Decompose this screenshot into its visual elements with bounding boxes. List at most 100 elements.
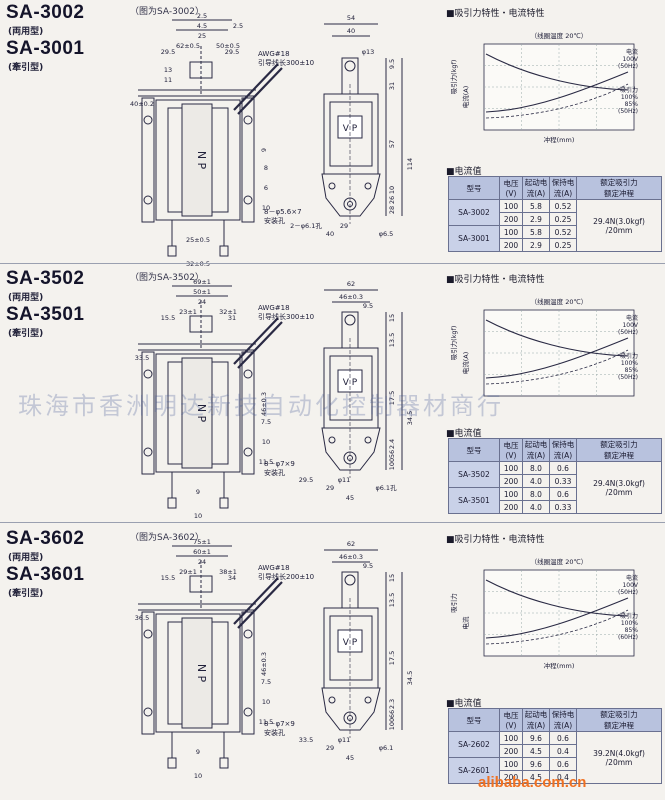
current-table-title: ■电流值 <box>446 699 482 709</box>
chart-title: ■吸引力特性・电流特性 <box>446 535 545 545</box>
legend-current: 100V <box>622 582 638 589</box>
legend-current: 100V <box>622 56 638 63</box>
legend-force: 100% <box>621 360 638 367</box>
side-dimension: 10 <box>194 772 202 780</box>
front-dimension: φ13 <box>362 48 375 56</box>
th-start-current: 起动电流(A) <box>522 708 550 732</box>
front-dimension: 9.5 <box>388 59 396 69</box>
current-value-table: 型号 电压(V) 起动电流(A) 保持电流(A) 额定吸引力额定冲程 SA-26… <box>448 708 662 784</box>
vp-label: V P <box>343 378 358 388</box>
vp-label: V P <box>343 124 358 134</box>
rated-stroke: /20mm <box>605 757 633 767</box>
table-cell: 8.0 <box>522 487 550 501</box>
th-rated-force: 额定吸引力 <box>600 440 638 449</box>
table-cell: 0.6 <box>549 757 577 771</box>
table-row-model: SA-3001 <box>448 225 500 252</box>
table-cell: 9.6 <box>522 731 550 745</box>
front-dimension: 29 <box>326 484 334 492</box>
side-dimension: 10 <box>262 698 270 706</box>
side-dimension: 29.5 <box>225 48 239 56</box>
rated-force: 29.4N(3.0kgf) <box>593 478 645 488</box>
side-dimension: 11.5 <box>259 718 273 726</box>
rated-cell: 29.4N(3.0kgf)/20mm <box>576 199 662 252</box>
figure-note: （图为SA-3602） <box>130 533 204 543</box>
awg-note: AWG#18 <box>258 304 290 312</box>
th-rated: 额定吸引力额定冲程 <box>576 438 662 462</box>
chart-title: ■吸引力特性・电流特性 <box>446 275 545 285</box>
front-dimension: 45 <box>346 494 354 502</box>
section-divider <box>0 522 665 523</box>
th-model: 型号 <box>448 176 500 200</box>
side-dimension: 36.5 <box>135 614 149 622</box>
front-dimension: 13.5 <box>388 333 396 347</box>
model-type-secondary: (牽引型) <box>8 329 44 339</box>
chart-ylabel-force: 吸引力(kgf) <box>449 326 458 361</box>
rated-stroke: /20mm <box>605 487 633 497</box>
th-rated: 额定吸引力额定冲程 <box>576 708 662 732</box>
awg-note: AWG#18 <box>258 50 290 58</box>
legend-current: 电流 <box>626 314 638 322</box>
chart-ylabel-force: 吸引力(kgf) <box>449 60 458 95</box>
front-dimension: φ6.5 <box>379 230 394 238</box>
rated-cell: 39.2N(4.0kgf)/20mm <box>576 731 662 784</box>
model-type-primary: (両用型) <box>8 553 44 563</box>
chart-xlabel: 冲程(mm) <box>544 135 575 144</box>
th-hold-current: 保持电流(A) <box>549 438 577 462</box>
table-cell: 200 <box>499 744 523 758</box>
legend-force: 85% <box>625 627 639 634</box>
table-cell: 0.4 <box>549 770 577 784</box>
front-dimension: 62 <box>347 540 355 548</box>
th-hold-current: 保持电流(A) <box>549 708 577 732</box>
side-dimension: 32±1 <box>219 308 237 316</box>
side-dimension: 46±0.3 <box>260 652 268 676</box>
side-dimension: 38±1 <box>219 568 237 576</box>
side-dimension: 34 <box>228 574 236 582</box>
front-dimension: φ6.1孔 <box>375 484 397 492</box>
chart-note: （线圈温度 20℃） <box>531 557 588 566</box>
side-dimension: 69±1 <box>193 278 211 286</box>
side-dimension: 33.5 <box>135 354 149 362</box>
mount-hole-note: 8－φ7×9 <box>264 720 295 728</box>
lead-length-note: 引导线长200±10 <box>258 572 314 581</box>
side-dimension: 2.5 <box>197 12 207 20</box>
table-cell: 100 <box>499 757 523 771</box>
chart-xlabel: 冲程(mm) <box>544 661 575 670</box>
front-dimension: φ6.1 <box>379 744 394 752</box>
th-rated-force: 额定吸引力 <box>600 178 638 187</box>
legend-current: 电流 <box>626 574 638 582</box>
front-dimension: 17.5 <box>388 651 396 665</box>
th-hold-current: 保持电流(A) <box>549 176 577 200</box>
front-dimension: 15 <box>388 574 396 582</box>
model-type-primary: (両用型) <box>8 293 44 303</box>
side-dimension: 10 <box>262 204 270 212</box>
table-cell: 0.52 <box>549 199 577 213</box>
characteristic-chart: （线圈温度 20℃）吸引力(kgf)电流(A)冲程(mm)电流100V(50Hz… <box>449 31 639 144</box>
table-row-model: SA-3501 <box>448 487 500 514</box>
side-dimension: 25±0.5 <box>186 236 210 244</box>
table-cell: 100 <box>499 487 523 501</box>
front-dimension: 54 <box>347 14 355 22</box>
side-dimension: 29.5 <box>161 48 175 56</box>
side-dimension: 29±1 <box>179 568 197 576</box>
th-model: 型号 <box>448 438 500 462</box>
th-rated-stroke: 额定冲程 <box>604 189 634 198</box>
table-cell: 5.8 <box>522 225 550 239</box>
mount-hole-label: 安装孔 <box>264 728 285 737</box>
front-dimension: 29.5 <box>299 476 313 484</box>
front-dimension: 45 <box>346 754 354 762</box>
characteristic-chart: （线圈温度 20℃）吸引力电流冲程(mm)电流100V(50Hz)吸引力100%… <box>449 557 639 670</box>
table-cell: 100 <box>499 225 523 239</box>
front-dimension: 28 <box>388 206 396 214</box>
legend-force: 吸引力 <box>620 86 638 94</box>
front-dimension: 62 <box>347 280 355 288</box>
lead-length-note: 引导线长300±10 <box>258 58 314 67</box>
characteristic-chart: （线圈温度 20℃）吸引力(kgf)电流(A)电流100V(50Hz)吸引力10… <box>449 297 639 397</box>
site-watermark: alibaba.com.cn <box>478 774 587 791</box>
side-dimension: 4.5 <box>197 22 207 30</box>
front-dimension: 56 <box>388 450 396 458</box>
side-dimension: 24 <box>198 558 206 566</box>
legend-current: (50Hz) <box>618 329 638 336</box>
side-dimension: 31 <box>228 314 236 322</box>
legend-force: (50Hz) <box>618 374 638 381</box>
legend-current: (50Hz) <box>618 589 638 596</box>
